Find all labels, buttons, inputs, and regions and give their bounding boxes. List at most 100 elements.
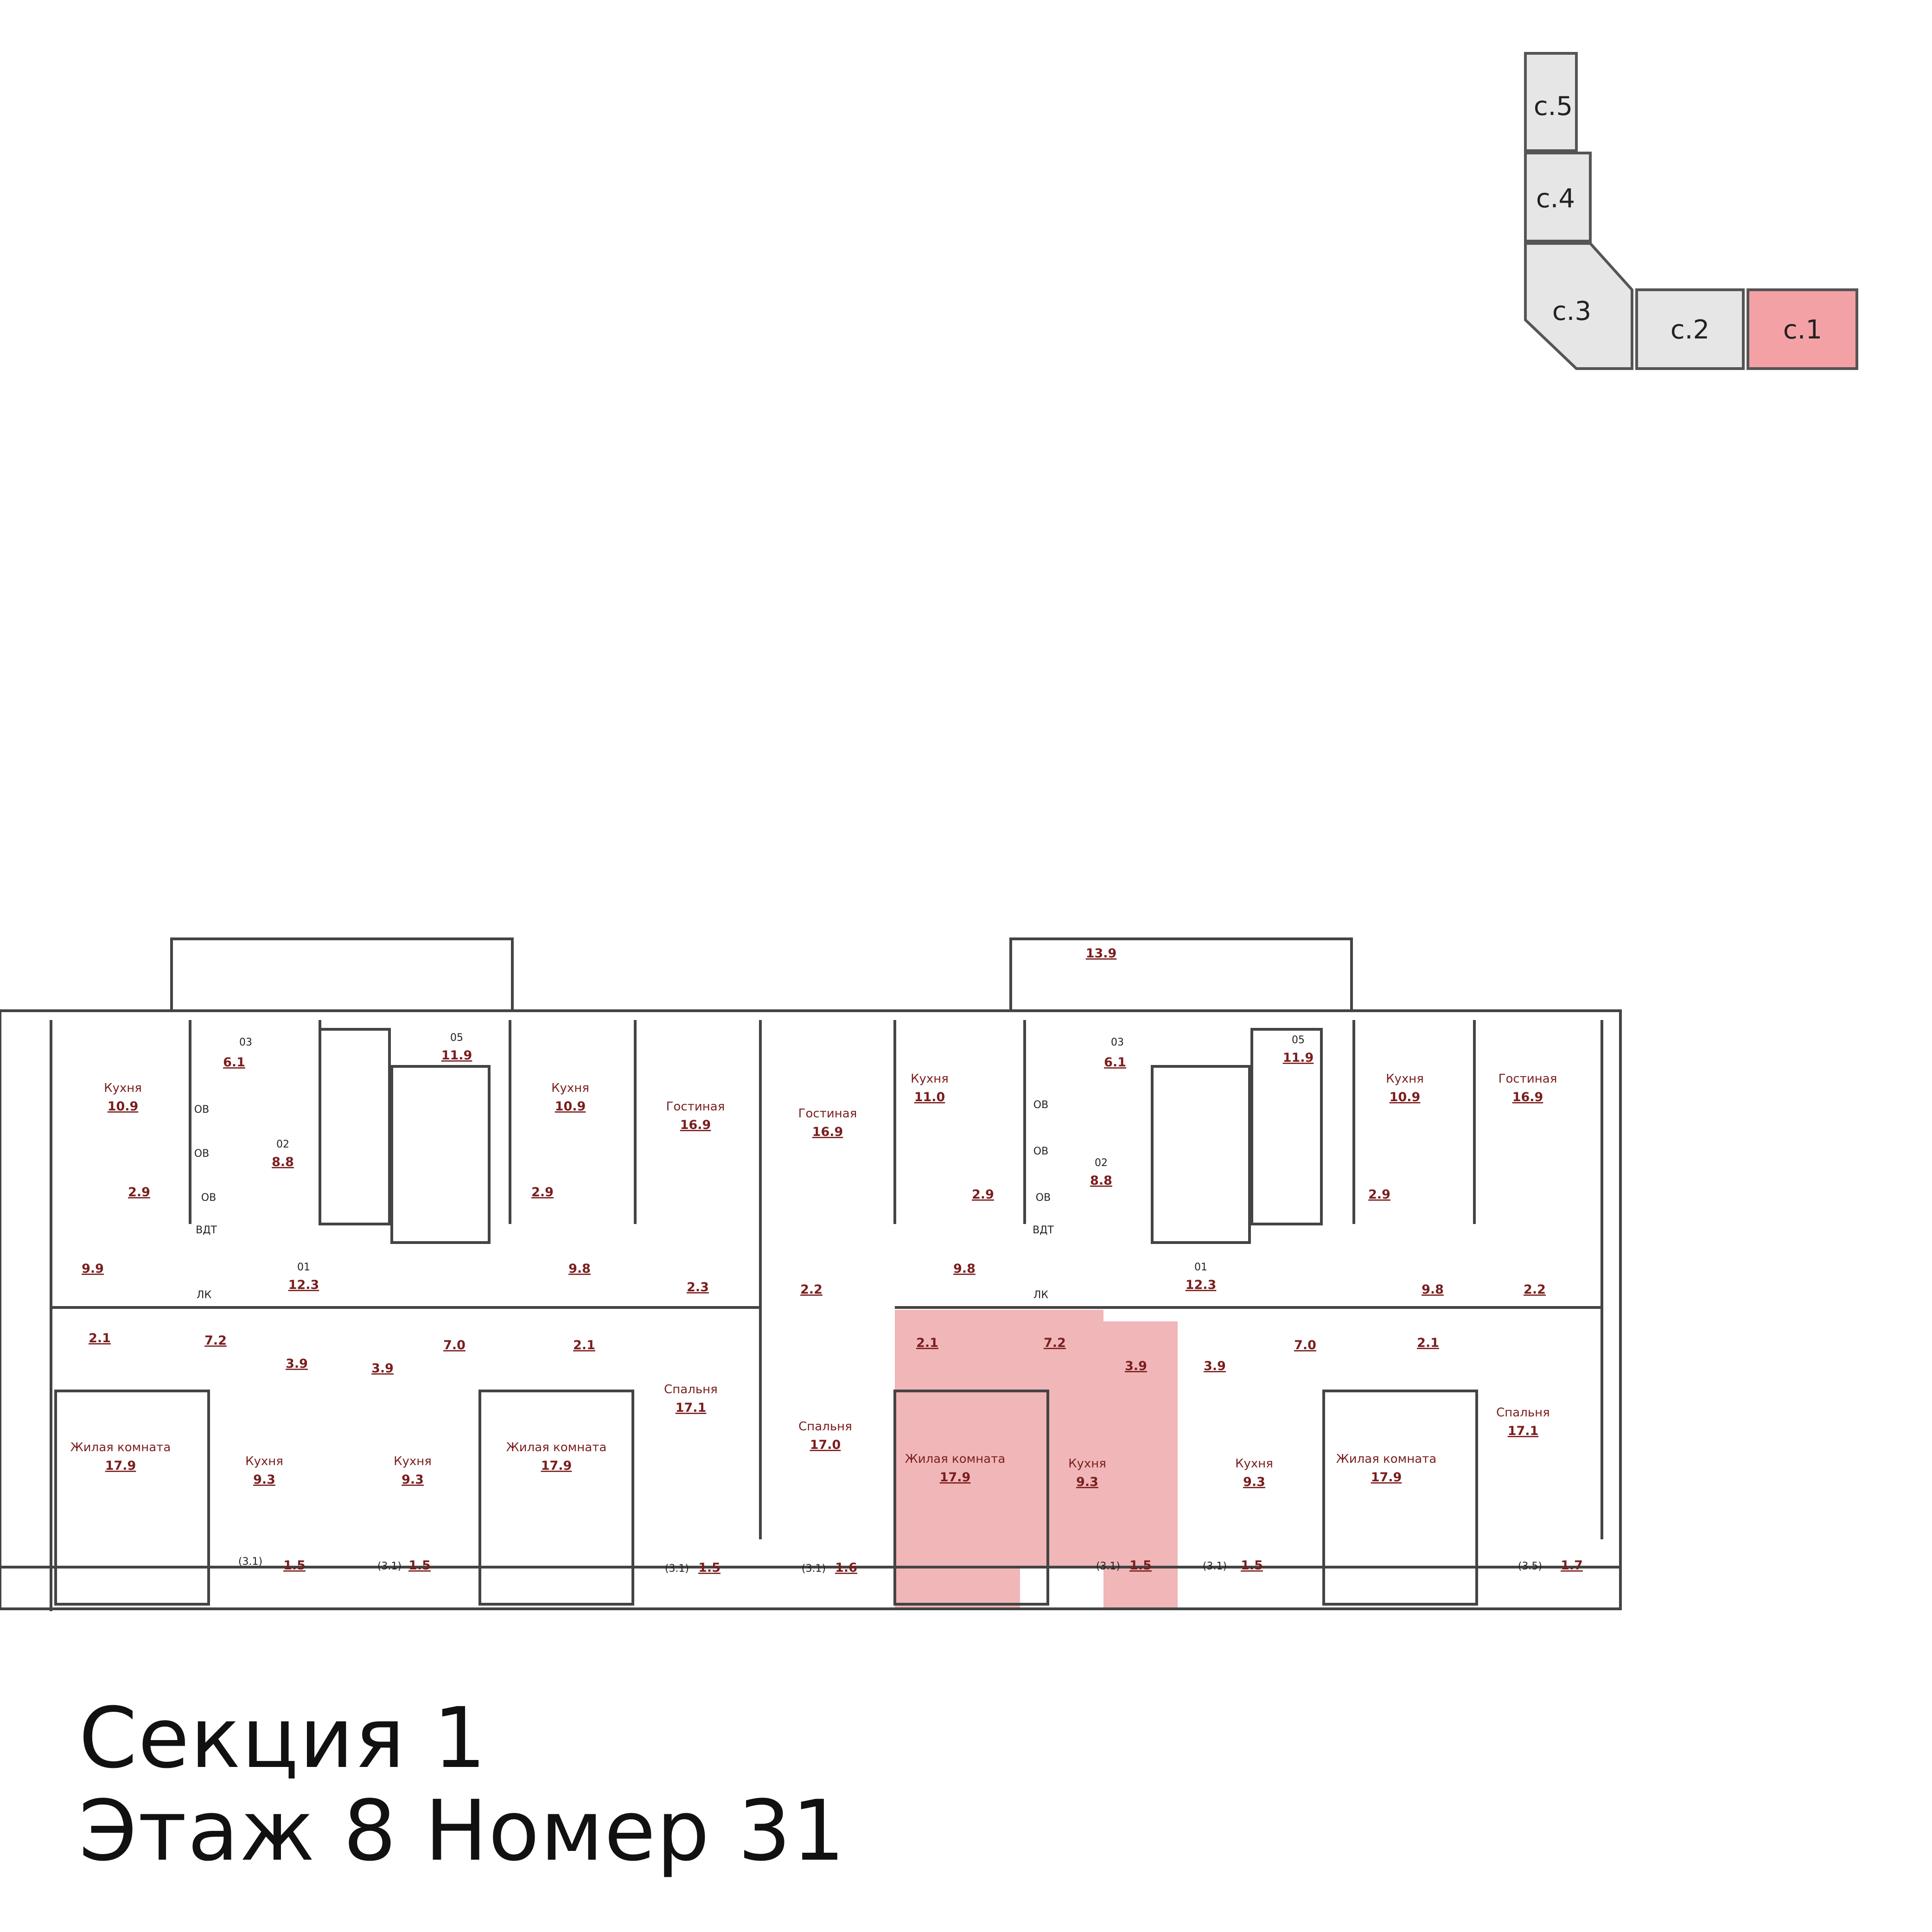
room-area: 10.9: [108, 1099, 139, 1114]
area-label: 3.9: [371, 1361, 394, 1376]
tag-label: ОВ: [1036, 1192, 1051, 1204]
room-area: 17.1: [676, 1401, 707, 1415]
section-5-shape[interactable]: [1524, 52, 1578, 152]
room-name: Жилая комната: [1336, 1452, 1437, 1466]
section-5-label: с.5: [1534, 91, 1573, 121]
area-label: 2.2: [800, 1282, 823, 1297]
balcony-area: 1.5: [1241, 1558, 1263, 1573]
area-label: 2.9: [972, 1187, 994, 1202]
tag-label: 05: [1292, 1034, 1305, 1046]
balcony-label: (3.1): [377, 1561, 402, 1572]
room-name: Жилая комната: [905, 1452, 1006, 1466]
tag-label: ЛК: [197, 1289, 212, 1301]
area-label: 12.3: [1186, 1278, 1217, 1292]
area-label: 7.0: [443, 1338, 465, 1352]
area-label: 2.3: [687, 1280, 709, 1294]
tag-label: 03: [1111, 1037, 1124, 1048]
room-name: Жилая комната: [70, 1441, 171, 1454]
room-name: Кухня: [245, 1454, 283, 1468]
area-label: 9.8: [953, 1262, 976, 1276]
area-label: 2.1: [916, 1336, 938, 1350]
balcony-label: (3.5): [1518, 1561, 1542, 1572]
room-area: 16.9: [680, 1118, 711, 1132]
tag-label: ОВ: [201, 1192, 216, 1204]
room-labels: Кухня 10.9 Кухня 10.9 Гостиная 16.9 Гост…: [70, 1072, 1557, 1489]
tag-label: 01: [297, 1262, 310, 1273]
tag-label: ОВ: [194, 1148, 209, 1160]
area-label: 3.9: [1204, 1359, 1226, 1373]
room-name: Жилая комната: [506, 1441, 607, 1454]
section-1-shape[interactable]: [1747, 288, 1858, 370]
area-label: 2.9: [1368, 1187, 1390, 1202]
balcony-labels: (3.1) 1.5 (3.1) 1.5 (3.1) 1.5 (3.1) 1.6 …: [238, 1556, 1583, 1575]
balcony-label: (3.1): [1096, 1561, 1120, 1572]
room-name: Гостиная: [1498, 1072, 1557, 1086]
section-1-label: с.1: [1783, 315, 1822, 345]
room-name: Кухня: [104, 1081, 142, 1095]
room-area: 17.9: [541, 1459, 572, 1473]
room-area: 17.9: [1371, 1470, 1402, 1485]
section-3-shape[interactable]: [1524, 242, 1633, 370]
room-name: Спальня: [1496, 1406, 1550, 1420]
balcony-area: 1.5: [408, 1558, 431, 1573]
room-area: 9.3: [1076, 1475, 1098, 1489]
area-label: 9.9: [82, 1262, 104, 1276]
area-label: 3.9: [286, 1357, 308, 1371]
area-label: 11.9: [441, 1048, 472, 1063]
tag-label: 02: [276, 1139, 289, 1150]
room-area: 17.1: [1508, 1424, 1539, 1438]
area-label: 7.2: [1044, 1336, 1066, 1350]
selected-apartment-highlight[interactable]: [895, 1310, 1178, 1609]
section-4-shape[interactable]: [1524, 152, 1592, 242]
section-caption: Секция 1: [79, 1690, 487, 1787]
area-label: 2.9: [128, 1185, 150, 1199]
balcony-label: (3.1): [238, 1556, 262, 1568]
room-name: Кухня: [394, 1454, 432, 1468]
room-name: Кухня: [1386, 1072, 1424, 1086]
room-area: 9.3: [253, 1473, 275, 1487]
tag-label: ОВ: [1033, 1099, 1048, 1111]
section-2-shape[interactable]: [1635, 288, 1745, 370]
area-label: 11.9: [1283, 1051, 1314, 1065]
area-label: 8.8: [1090, 1173, 1112, 1188]
tag-label: ОВ: [194, 1104, 209, 1116]
area-label: 2.2: [1524, 1282, 1546, 1297]
room-area: 17.9: [940, 1470, 971, 1485]
room-name: Кухня: [911, 1072, 949, 1086]
tag-label: ВДТ: [196, 1224, 217, 1236]
balcony-label: (3.1): [1203, 1561, 1227, 1572]
area-label: 9.8: [568, 1262, 591, 1276]
room-area: 16.9: [812, 1125, 843, 1139]
balcony-area: 1.5: [283, 1558, 306, 1573]
floor-number-caption: Этаж 8 Номер 31: [79, 1783, 846, 1880]
room-name: Спальня: [798, 1420, 852, 1434]
tag-label: 05: [450, 1032, 463, 1044]
room-area: 11.0: [914, 1090, 945, 1104]
tag-label: 02: [1095, 1157, 1108, 1169]
tag-label: 03: [239, 1037, 252, 1048]
balcony-area: 1.5: [1129, 1558, 1152, 1573]
plan-tags: 03 05 02 01 03 05 02 01 ОВ ОВ ОВ ВДТ ЛК …: [194, 1032, 1305, 1301]
section-3-label: с.3: [1552, 296, 1591, 326]
area-label: 7.0: [1294, 1338, 1316, 1352]
room-name: Кухня: [551, 1081, 589, 1095]
room-name: Кухня: [1068, 1457, 1106, 1471]
room-area: 10.9: [1390, 1090, 1421, 1104]
area-label: 2.1: [1417, 1336, 1439, 1350]
room-name: Кухня: [1235, 1457, 1273, 1471]
room-area: 9.3: [402, 1473, 424, 1487]
tag-label: 01: [1194, 1262, 1207, 1273]
area-label: 6.1: [1104, 1055, 1126, 1070]
tag-label: ЛК: [1033, 1289, 1049, 1301]
room-area: 17.0: [810, 1438, 841, 1452]
area-label: 13.9: [1086, 946, 1117, 961]
area-label: 6.1: [223, 1055, 245, 1070]
room-area: 9.3: [1243, 1475, 1265, 1489]
room-name: Спальня: [664, 1383, 718, 1396]
area-label: 3.9: [1125, 1359, 1147, 1373]
area-label: 8.8: [272, 1155, 294, 1169]
area-label: 2.9: [531, 1185, 554, 1199]
tag-label: ОВ: [1033, 1146, 1048, 1157]
tag-label: ВДТ: [1033, 1224, 1054, 1236]
